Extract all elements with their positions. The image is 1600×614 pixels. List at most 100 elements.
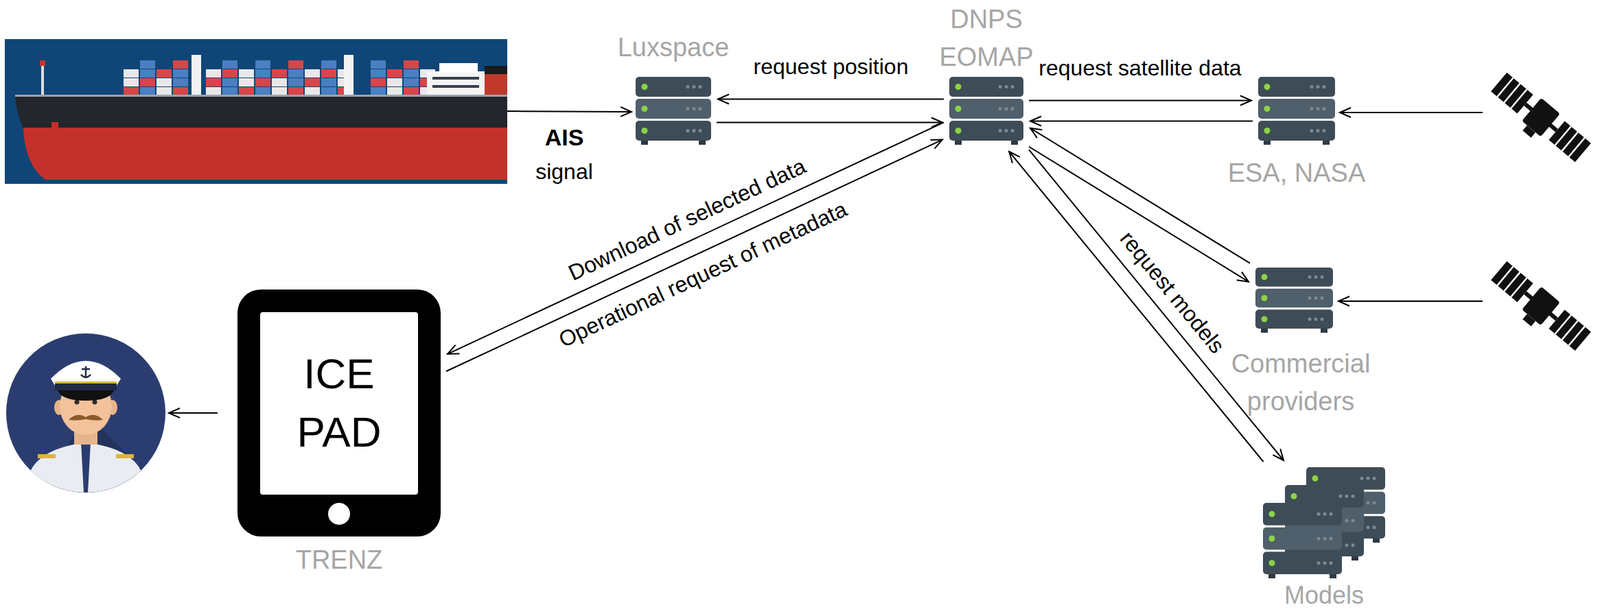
container: [288, 60, 304, 69]
server-icon-part: [1308, 275, 1312, 279]
signal-label: signal: [535, 158, 594, 185]
satellite: [1484, 259, 1593, 359]
container: [205, 69, 222, 78]
server-icon-part: [1004, 129, 1009, 133]
container: [321, 78, 337, 87]
container: [321, 69, 337, 78]
signal-label: AIS: [545, 123, 585, 152]
container: [370, 78, 386, 87]
server-icon-part: [1310, 85, 1314, 89]
server-icon-part: [698, 107, 703, 111]
tablet-device: ICE PADTRENZ: [237, 289, 441, 537]
satellite: [1497, 267, 1585, 346]
server-stack-part: [1329, 537, 1333, 541]
server-icon-part: [698, 129, 703, 133]
server-icon: Commercial providers: [1255, 267, 1333, 333]
container: [172, 78, 189, 87]
container: [123, 87, 139, 96]
server-icon-part: [1314, 317, 1318, 322]
server-icon: [1255, 267, 1333, 333]
container: [255, 78, 271, 87]
server-icon: [635, 76, 712, 145]
satellite: [1522, 125, 1536, 138]
container: [321, 60, 337, 69]
satellite: [1497, 78, 1585, 158]
server-stack-part: [1351, 519, 1355, 524]
server-icon-part: [641, 127, 648, 134]
server-icon: ESA, NASA: [1258, 76, 1336, 145]
node-label: DNPS EOMAP: [934, 0, 1038, 77]
container: [321, 87, 337, 96]
data-flow-arrow: [1028, 100, 1252, 102]
node-label: ICE PAD: [270, 345, 408, 462]
server-stack-part: [1366, 501, 1371, 506]
ais-arrow: [507, 111, 632, 112]
server-icon-part: [1261, 295, 1268, 302]
server-icon-part: [1258, 76, 1336, 97]
server-icon-part: [1264, 83, 1271, 90]
server-icon-part: [641, 105, 648, 112]
server-stack-part: [1269, 560, 1276, 567]
container: [304, 78, 320, 87]
container: [271, 87, 287, 96]
container: [222, 60, 238, 69]
container: [222, 87, 238, 96]
server-icon-part: [1255, 267, 1333, 287]
hull-bottom: [23, 127, 508, 180]
container: [271, 78, 287, 87]
server-icon-part: [1261, 316, 1268, 323]
data-flow-arrow: [1028, 149, 1284, 461]
container: [255, 60, 271, 69]
server-stack-part: [1323, 561, 1327, 565]
server-icon-part: [1255, 309, 1333, 329]
container: [271, 69, 287, 78]
server-stack-part: [1269, 536, 1276, 543]
container: [238, 87, 254, 96]
server-icon-part: [686, 129, 690, 133]
server-icon-part: [1261, 273, 1268, 281]
node-label: Luxspace: [590, 29, 756, 66]
server-icon-part: [1004, 85, 1009, 89]
server-stack-part: [1268, 574, 1276, 579]
server-stack-part: [1345, 519, 1349, 524]
container: [387, 78, 403, 87]
captain-avatar: [54, 381, 117, 384]
server-stack-part: [1291, 493, 1298, 500]
server-icon-part: [1310, 107, 1314, 111]
server-stack-part: [1339, 494, 1343, 499]
display-arrow: [168, 412, 218, 414]
server-icon-part: [1322, 85, 1327, 89]
superstructure: [426, 71, 485, 97]
server-icon-part: [698, 85, 703, 89]
data-flow-arrow: [447, 122, 944, 355]
server-icon-part: [1011, 140, 1018, 145]
server-icon-part: [998, 129, 1003, 133]
server-stack: Models: [1262, 467, 1386, 579]
edge-label: request satellite data: [1035, 54, 1244, 81]
downlink-arrow: [1338, 300, 1483, 303]
server-icon-part: [1320, 317, 1325, 322]
edge-label: request models: [1112, 223, 1232, 362]
server-icon-part: [641, 140, 648, 145]
server-stack-part: [1351, 543, 1355, 548]
container: [140, 60, 156, 69]
server-stack-part: [1262, 503, 1342, 526]
container: [370, 87, 386, 96]
server-icon-part: [1264, 105, 1271, 112]
server-icon-part: [955, 83, 962, 90]
deck-line: [15, 94, 508, 97]
container: [172, 60, 189, 69]
server-stack-part: [1323, 512, 1327, 517]
node-label: Commercial providers: [1221, 345, 1380, 421]
server-icon-part: [1316, 85, 1320, 89]
server-stack-part: [1269, 511, 1276, 518]
server-icon-part: [692, 85, 697, 89]
server-stack-part: [1312, 475, 1319, 482]
server-icon-part: [1308, 317, 1312, 322]
server-icon-part: [635, 98, 712, 119]
server-icon-part: [1314, 275, 1318, 279]
crane-post: [191, 54, 202, 97]
data-flow-arrow: [1009, 151, 1263, 462]
server-stack-part: [1329, 512, 1333, 517]
server-icon-part: [1260, 328, 1268, 333]
